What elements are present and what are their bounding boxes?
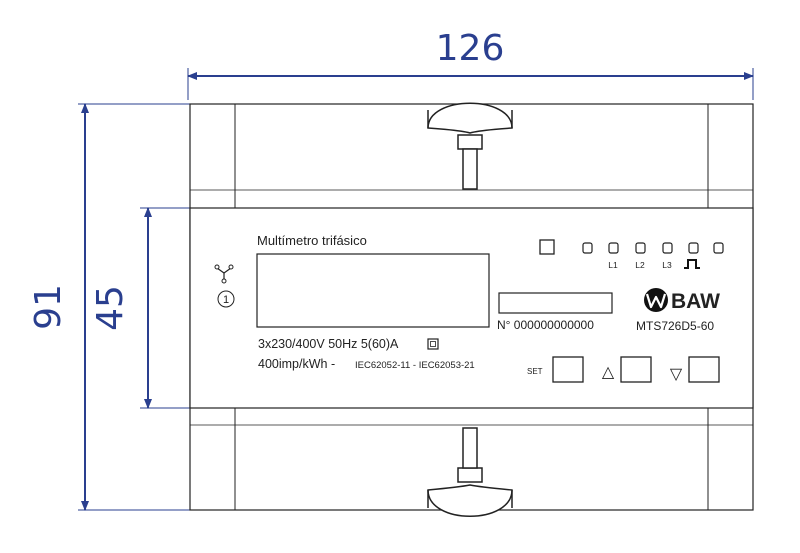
serial-label-box <box>498 292 613 314</box>
led-pulse <box>688 242 699 254</box>
three-phase-icon <box>214 264 234 284</box>
circle-number-badge: 1 <box>217 290 235 308</box>
bottom-din-clip <box>427 427 513 517</box>
main-led <box>539 239 555 255</box>
dimension-front-height: 45 <box>90 207 190 409</box>
led-indicators: L1 L2 L3 <box>539 239 724 270</box>
dimension-front-height-label: 45 <box>90 285 131 331</box>
pulse-icon <box>684 259 700 269</box>
impulse-text: 400imp/kWh - <box>258 357 335 371</box>
top-din-clip <box>427 102 513 190</box>
triangle-up-icon: △ <box>602 364 615 381</box>
circle-number: 1 <box>223 294 229 306</box>
set-label: SET <box>527 367 543 376</box>
led-l2 <box>635 242 646 254</box>
brand-name: BAW <box>671 290 720 313</box>
led-label-l1: L1 <box>608 260 618 270</box>
lcd-display <box>256 253 490 328</box>
standards-text: IEC62052-11 - IEC62053-21 <box>355 360 475 371</box>
dimension-total-height: 91 <box>28 103 190 511</box>
dimension-width: 126 <box>187 28 754 100</box>
led-l3 <box>662 242 673 254</box>
set-button[interactable] <box>552 356 584 383</box>
up-button[interactable] <box>620 356 652 383</box>
brand-logo: BAW <box>644 288 720 313</box>
led-label-l2: L2 <box>635 260 645 270</box>
brand-logo-icon <box>644 288 668 312</box>
led-label-l3: L3 <box>662 260 672 270</box>
down-button[interactable] <box>688 356 720 383</box>
rating-text: 3x230/400V 50Hz 5(60)A <box>258 337 399 351</box>
led-l1 <box>608 242 619 254</box>
model-number: MTS726D5-60 <box>636 319 714 333</box>
dimension-width-label: 126 <box>436 28 505 69</box>
device-title: Multímetro trifásico <box>257 233 367 248</box>
led-extra <box>713 242 724 254</box>
dimension-total-height-label: 91 <box>28 284 69 330</box>
serial-number: N° 000000000000 <box>497 318 594 332</box>
triangle-down-icon: ▽ <box>670 366 683 383</box>
led-indicator <box>582 242 593 254</box>
